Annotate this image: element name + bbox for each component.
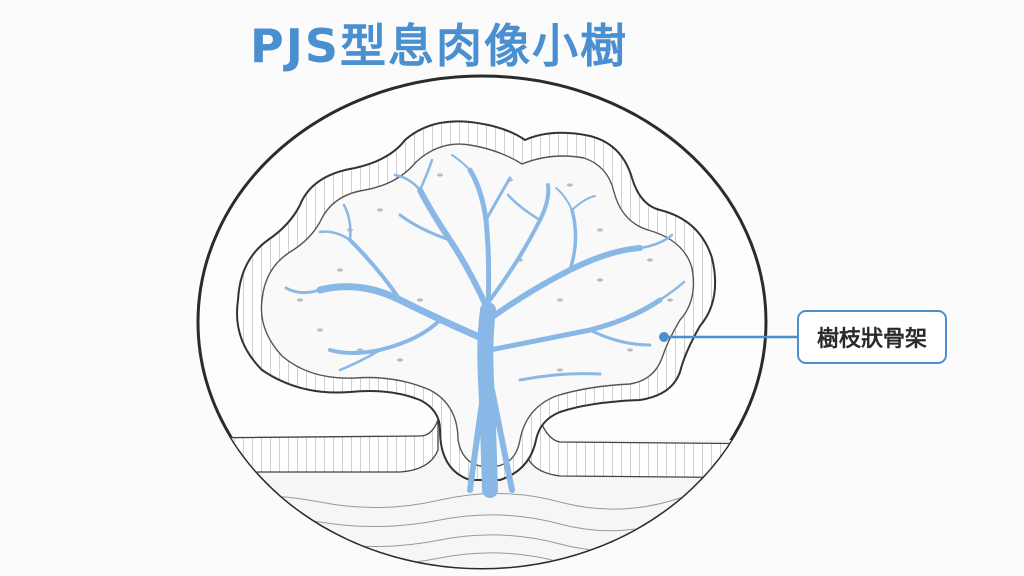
diagram-title: PJS型息肉像小樹: [250, 19, 628, 73]
polyp-stroma: [260, 143, 695, 467]
callout-label: 樹枝狀骨架: [816, 327, 927, 352]
callout-label-box: 樹枝狀骨架: [797, 310, 947, 364]
branching-skeleton: [284, 154, 686, 498]
base-mucosa-left: [198, 419, 439, 473]
callout-anchor-dot: [659, 332, 669, 342]
